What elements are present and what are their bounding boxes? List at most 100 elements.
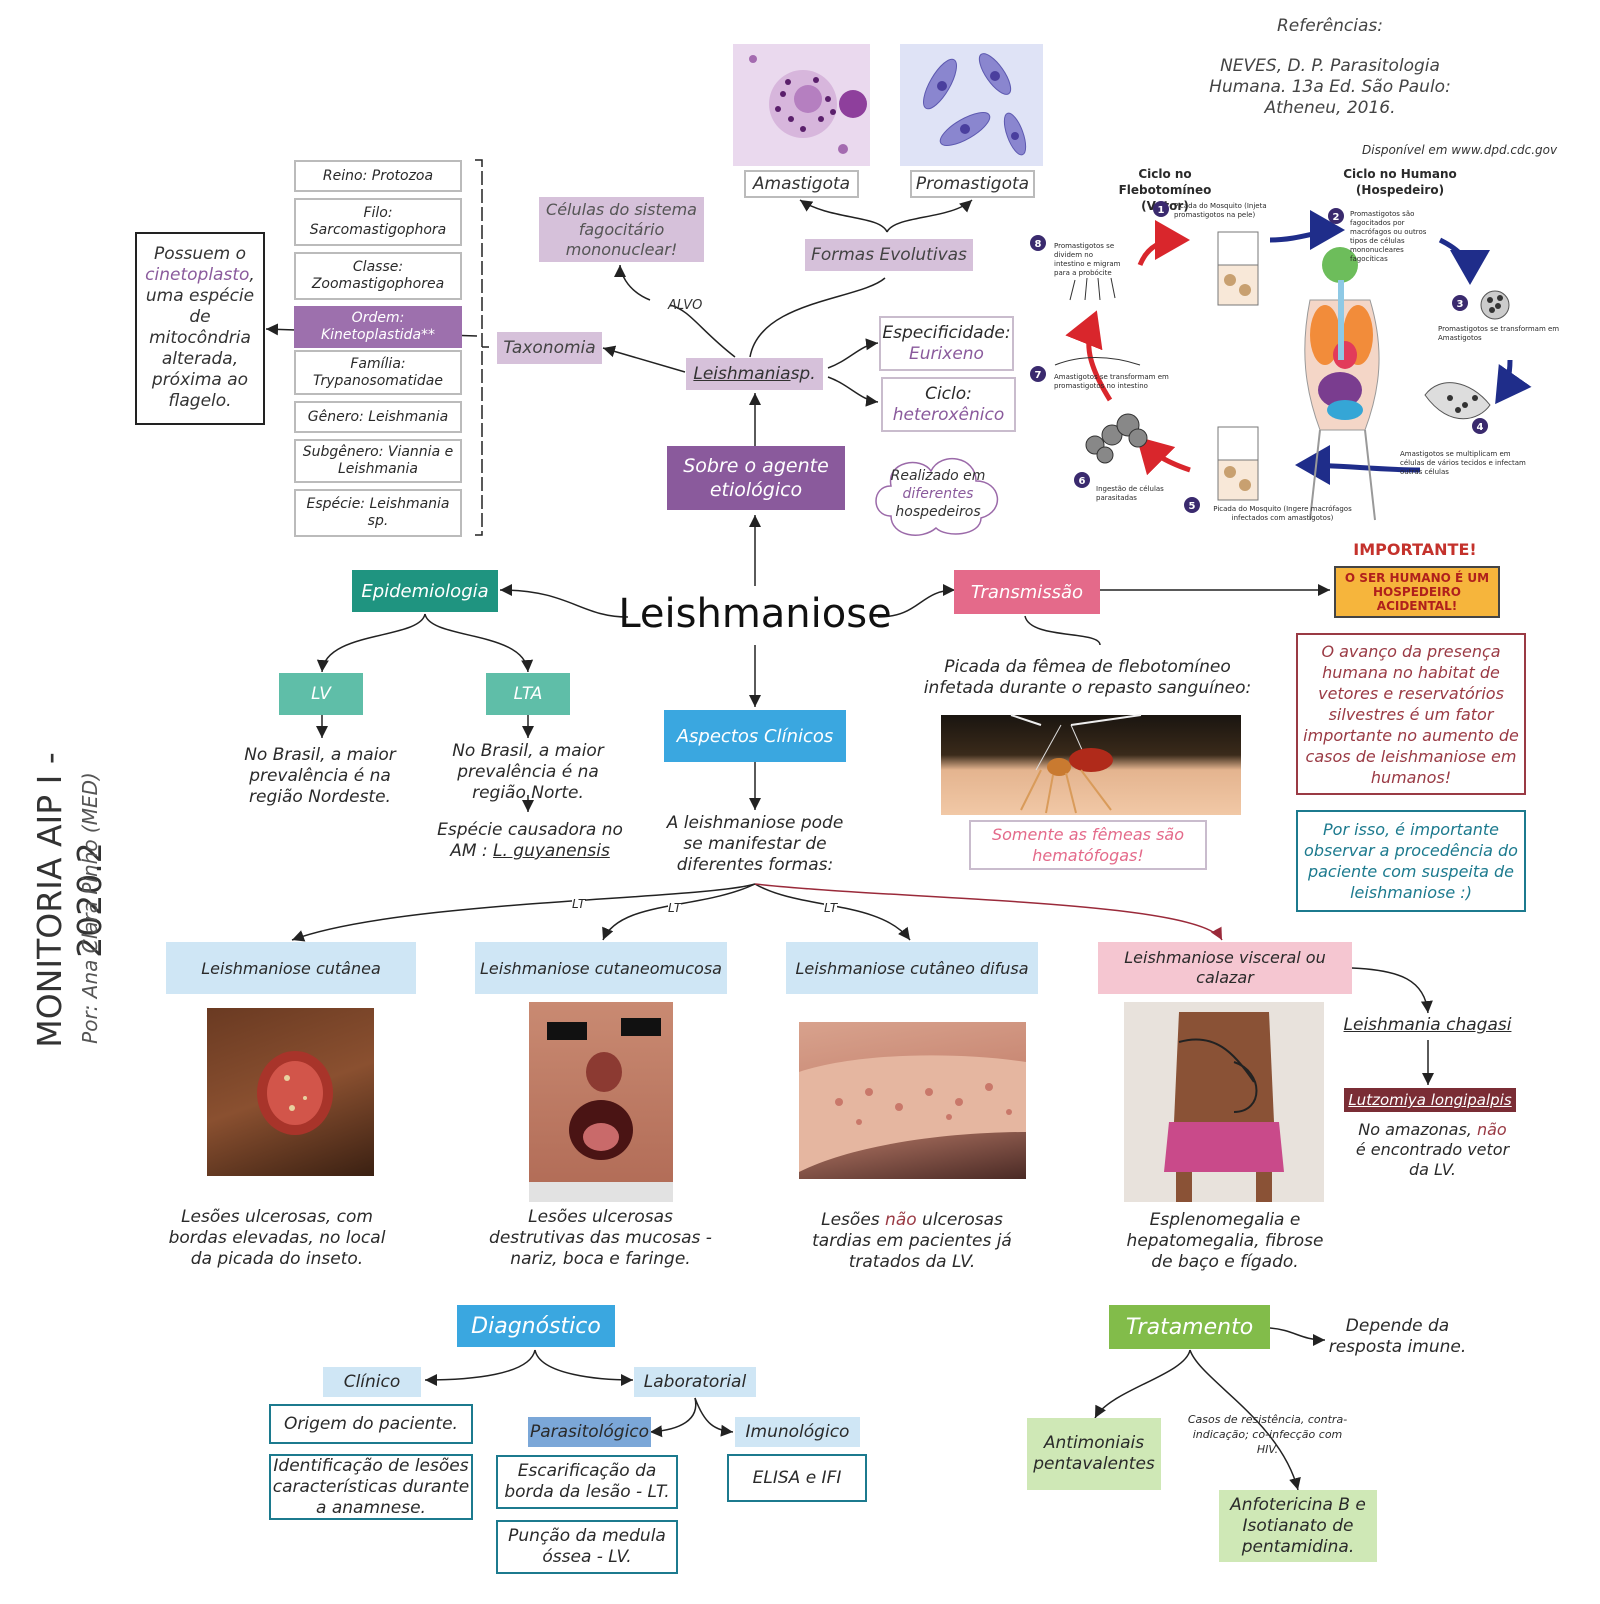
- cloud-line-3: hospedeiros: [895, 504, 981, 520]
- sandfly-photo: [941, 714, 1241, 815]
- taxonomy-classe: Classe: Zoomastigophorea: [294, 252, 462, 300]
- lifecycle-step-1: Picada do Mosquito (Injeta promastigotos…: [1174, 202, 1267, 219]
- cutanea-photo: [207, 1008, 374, 1176]
- kinetoplast-l3: uma espécie de mitocôndria alterada, pró…: [145, 286, 255, 411]
- warning-sign: O SER HUMANO É UM HOSPEDEIRO ACIDENTAL!: [1334, 566, 1500, 618]
- kinetoplast-comma: ,: [249, 265, 255, 285]
- clinical-text: A leishmaniose pode se manifestar de dif…: [666, 813, 844, 875]
- kinetoplast-term: cinetoplasto: [145, 265, 250, 285]
- amazon-note: No amazonas, não é encontrado vetor da L…: [1355, 1120, 1510, 1179]
- epidemiology-node: Epidemiologia: [352, 570, 498, 612]
- genus-name: Leishmania: [693, 364, 791, 384]
- svg-text:2: 2: [1333, 212, 1340, 223]
- lta-text: No Brasil, a maior prevalência é na regi…: [452, 741, 604, 803]
- cutaneo-difusa-photo: [799, 1022, 1026, 1179]
- lifecycle-diagram: Disponível em www.dpd.cdc.gov Ciclo no F…: [1030, 140, 1570, 530]
- cloud-line-1: Realizado em: [890, 468, 986, 484]
- lifecycle-step-6: Ingestão de células parasitadas: [1096, 485, 1164, 502]
- treatment-node: Tratamento: [1109, 1305, 1270, 1349]
- lifecycle-step-5: Picada do Mosquito (Ingere macrófagos in…: [1213, 505, 1352, 522]
- species-name: L. guyanensis: [493, 841, 610, 861]
- lifecycle-step-4: Amastigotos se multiplicam em células de…: [1400, 450, 1526, 476]
- diagnosis-node: Diagnóstico: [457, 1305, 615, 1347]
- cutanea-desc: Lesões ulcerosas, com bordas elevadas, n…: [168, 1207, 386, 1269]
- imunologico-node: Imunológico: [735, 1417, 860, 1447]
- elisa-node: ELISA e IFI: [727, 1454, 867, 1502]
- svg-text:7: 7: [1035, 370, 1042, 381]
- anfotericina-node: Anfotericina B e Isotianato de pentamidi…: [1219, 1490, 1377, 1562]
- svg-text:3: 3: [1457, 299, 1464, 310]
- svg-text:5: 5: [1189, 501, 1196, 512]
- visceral-photo: [1124, 1002, 1324, 1202]
- laboratorial-node: Laboratorial: [634, 1367, 756, 1397]
- origin-note: Por isso, é importante observar a proced…: [1296, 810, 1526, 912]
- taxonomy-node: Taxonomia: [497, 332, 602, 364]
- puncao-node: Punção da medula óssea - LV.: [496, 1520, 678, 1574]
- lta-node: LTA: [486, 673, 570, 715]
- cdc-source: Disponível em www.dpd.cdc.gov: [1362, 143, 1558, 157]
- center-topic: Leishmaniose: [618, 591, 892, 637]
- specificity-label: Especificidade:: [882, 322, 1011, 343]
- promastigota-label: Promastigota: [910, 170, 1035, 198]
- references-heading: Referências:: [1276, 16, 1383, 36]
- svg-text:8: 8: [1035, 239, 1042, 250]
- lifecycle-graphic: 1 2 3 4 5 6 7 8: [1030, 201, 1532, 521]
- specificity-value: Eurixeno: [909, 343, 984, 364]
- species-text: Espécie causadora no AM : L. guyanensis: [425, 820, 635, 862]
- lv-text: No Brasil, a maior prevalência é na regi…: [244, 745, 396, 807]
- cutaneomucosa-desc: Lesões ulcerosas destrutivas das mucosas…: [489, 1207, 712, 1269]
- lesions-node: Identificação de lesões características …: [269, 1454, 473, 1520]
- amastigota-label: Amastigota: [744, 170, 859, 198]
- references-citation: NEVES, D. P. Parasitologia Humana. 13a E…: [1209, 56, 1451, 118]
- females-note: Somente as fêmeas são hematófogas!: [969, 820, 1207, 870]
- kinetoplast-l1: Possuem o: [154, 244, 246, 264]
- cycle-node: Ciclo: heteroxênico: [881, 377, 1016, 432]
- svg-text:1: 1: [1158, 205, 1165, 216]
- chagasi-label: Leishmania chagasi: [1343, 1015, 1512, 1035]
- form-cutaneo-difusa: Leishmaniose cutâneo difusa: [786, 942, 1038, 994]
- form-visceral: Leishmaniose visceral ou calazar: [1098, 942, 1352, 994]
- clinical-node: Aspectos Clínicos: [664, 710, 846, 762]
- cutaneo-difusa-desc: Lesões não ulcerosas tardias em paciente…: [812, 1210, 1012, 1272]
- hosts-cloud: [875, 457, 998, 536]
- cutaneomucosa-photo: [529, 1002, 673, 1202]
- taxonomy-ordem: Ordem: Kinetoplastida**: [294, 306, 462, 348]
- target-cells-node: Células do sistema fagocitário mononucle…: [539, 197, 704, 262]
- watermark-title: MONITORIA AIP I - 2020.2: [30, 752, 109, 1048]
- lt-label-3: LT: [824, 901, 838, 915]
- clinico-node: Clínico: [323, 1367, 421, 1397]
- taxonomy-filo: Filo: Sarcomastigophora: [294, 198, 462, 246]
- lifecycle-step-8: Promastigotos se dividem no intestino e …: [1054, 242, 1121, 277]
- svg-text:4: 4: [1477, 422, 1484, 433]
- form-cutaneomucosa: Leishmaniose cutaneomucosa: [475, 942, 727, 994]
- svg-text:6: 6: [1079, 476, 1086, 487]
- promastigota-image: [900, 44, 1043, 166]
- cycle-value: heteroxênico: [892, 404, 1005, 425]
- author-credit: Por: Ana Clara Pinho (MED): [78, 772, 102, 1044]
- visceral-desc: Esplenomegalia e hepatomegalia, fibrose …: [1126, 1210, 1324, 1272]
- lifecycle-step-2: Promastigotos são fagocitados por macróf…: [1350, 210, 1427, 263]
- taxonomy-genero: Gênero: Leishmania: [294, 401, 462, 433]
- taxonomy-familia: Família: Trypanosomatidae: [294, 350, 462, 395]
- specificity-node: Especificidade: Eurixeno: [879, 316, 1014, 371]
- taxonomy-subgenero: Subgênero: Viannia e Leishmania: [294, 439, 462, 483]
- parasitologico-node: Parasitológico: [528, 1417, 651, 1447]
- form-cutanea: Leishmaniose cutânea: [166, 942, 416, 994]
- lifecycle-step-7: Amastigotos se transformam em promastigo…: [1054, 373, 1169, 390]
- transmission-node: Transmissão: [954, 570, 1100, 614]
- lutzomyia-node: Lutzomiya longipalpis: [1344, 1088, 1516, 1112]
- genus-node: Leishmania sp.: [686, 358, 823, 390]
- human-cycle-title: Ciclo no Humano(Hospedeiro): [1343, 167, 1457, 197]
- evolutive-forms-node: Formas Evolutivas: [805, 239, 973, 271]
- taxonomy-reino: Reino: Protozoa: [294, 160, 462, 192]
- not-highlight-2: não: [1476, 1120, 1507, 1139]
- antimoniais-node: Antimoniais pentavalentes: [1027, 1418, 1161, 1490]
- species-label: Espécie causadora no AM :: [437, 820, 623, 861]
- taxonomy-especie: Espécie: Leishmania sp.: [294, 489, 462, 537]
- lt-label-2: LT: [668, 901, 682, 915]
- target-label: ALVO: [668, 298, 703, 313]
- kinetoplast-note: Possuem o cinetoplasto, uma espécie de m…: [135, 232, 265, 425]
- amastigota-image: [733, 44, 870, 166]
